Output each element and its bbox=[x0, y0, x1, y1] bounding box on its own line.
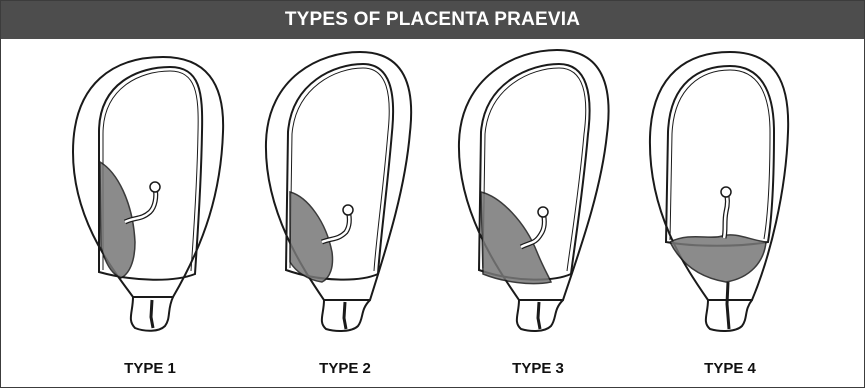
uterus-diagram-type-4 bbox=[640, 42, 830, 332]
type-2-label: TYPE 2 bbox=[285, 360, 405, 377]
uterus-diagram-type-3 bbox=[445, 42, 635, 332]
type-3-label: TYPE 3 bbox=[478, 360, 598, 377]
uterus-illustration-type-3 bbox=[445, 42, 635, 332]
uterine-cavity bbox=[666, 66, 774, 246]
page-title: TYPES OF PLACENTA PRAEVIA bbox=[1, 1, 864, 39]
uterus-diagram-type-2 bbox=[250, 42, 440, 332]
type-4-label: TYPE 4 bbox=[670, 360, 790, 377]
uterus-illustration-type-4 bbox=[640, 42, 830, 332]
placenta bbox=[290, 192, 333, 282]
uterus-diagram-type-1 bbox=[55, 42, 245, 332]
uterus-illustration-type-2 bbox=[250, 42, 440, 332]
placenta bbox=[670, 235, 766, 282]
uterus-illustration-type-1 bbox=[55, 42, 245, 332]
type-1-label: TYPE 1 bbox=[90, 360, 210, 377]
